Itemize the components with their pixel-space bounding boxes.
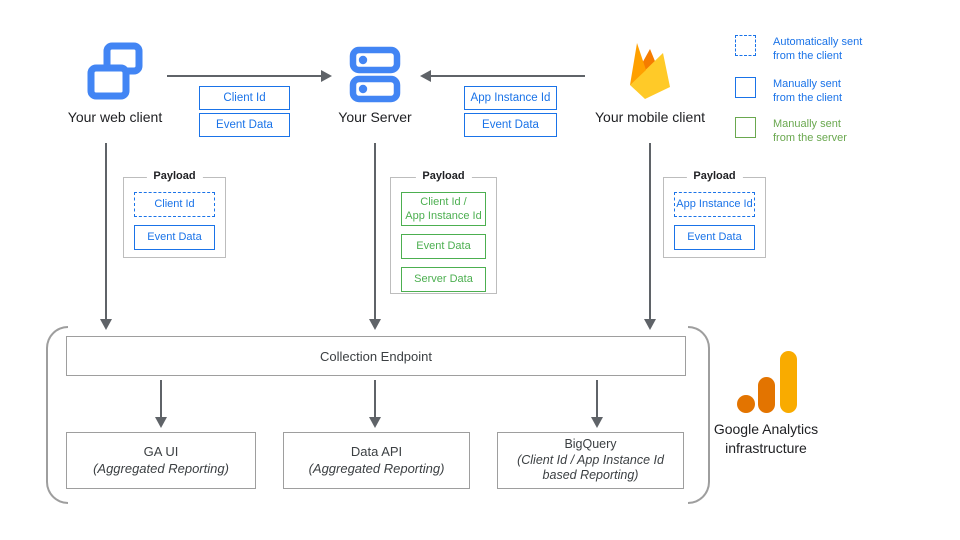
payload-title: Payload: [146, 170, 203, 182]
payload-item-client-or-app-id: Client Id / App Instance Id: [401, 192, 486, 226]
google-analytics-infrastructure-label: Google Analytics infrastructure: [713, 421, 819, 456]
payload-item-event-data: Event Data: [674, 225, 755, 250]
server-icon: [349, 46, 401, 104]
data-api-box: Data API (Aggregated Reporting): [283, 432, 470, 489]
arrow-endpoint-to-ga-ui: [155, 380, 167, 428]
arrow-web-to-server: [167, 70, 332, 82]
firebase-icon: [617, 37, 683, 103]
infrastructure-bracket-left: [46, 326, 68, 504]
arrow-mobile-to-endpoint: [644, 143, 656, 330]
legend-swatch-solid-green: [735, 117, 756, 138]
tag-event-data-mobile: Event Data: [464, 113, 557, 137]
tag-app-instance-id: App Instance Id: [464, 86, 557, 110]
legend-label: Automatically sent from the client: [773, 36, 863, 63]
payload-title: Payload: [686, 170, 743, 182]
arrow-server-to-endpoint: [369, 143, 381, 330]
bigquery-box: BigQuery (Client Id / App Instance Id ba…: [497, 432, 684, 489]
collection-endpoint-box: Collection Endpoint: [66, 336, 686, 376]
server-label: Your Server: [338, 109, 412, 125]
ga-ui-title: GA UI: [143, 444, 179, 460]
mobile-client-label: Your mobile client: [595, 109, 705, 125]
bigquery-subtitle: (Client Id / App Instance Id based Repor…: [517, 452, 664, 483]
payload-item-app-instance-id: App Instance Id: [674, 192, 755, 217]
payload-item-event-data: Event Data: [401, 234, 486, 259]
infrastructure-bracket-right: [688, 326, 710, 504]
bigquery-title: BigQuery: [564, 437, 617, 452]
legend-item-manual-client: Manually sent from the client: [735, 77, 945, 106]
google-analytics-icon: [737, 351, 797, 413]
ga-ui-subtitle: (Aggregated Reporting): [93, 460, 229, 476]
payload-mobile: Payload App Instance Id Event Data: [663, 170, 766, 258]
ga-ui-box: GA UI (Aggregated Reporting): [66, 432, 256, 489]
legend-swatch-dashed-blue: [735, 35, 756, 56]
arrow-mobile-to-server: [420, 70, 585, 82]
arrow-endpoint-to-data-api: [369, 380, 381, 428]
payload-title: Payload: [415, 170, 472, 182]
tag-client-id: Client Id: [199, 86, 290, 110]
payload-web: Payload Client Id Event Data: [123, 170, 226, 258]
data-api-subtitle: (Aggregated Reporting): [308, 460, 445, 476]
payload-item-event-data: Event Data: [134, 225, 215, 250]
data-api-title: Data API: [350, 444, 403, 460]
arrow-web-to-endpoint: [100, 143, 112, 330]
payload-server: Payload Client Id / App Instance Id Even…: [390, 170, 497, 294]
legend-item-auto-client: Automatically sent from the client: [735, 35, 945, 64]
payload-item-server-data: Server Data: [401, 267, 486, 292]
arrow-endpoint-to-bigquery: [591, 380, 603, 428]
web-client-label: Your web client: [67, 109, 163, 125]
legend-label: Manually sent from the server: [773, 118, 847, 145]
legend-item-manual-server: Manually sent from the server: [735, 117, 945, 146]
legend-label: Manually sent from the client: [773, 78, 843, 105]
collection-endpoint-label: Collection Endpoint: [319, 348, 433, 364]
tag-event-data-web: Event Data: [199, 113, 290, 137]
legend-swatch-solid-blue: [735, 77, 756, 98]
web-windows-icon: [86, 40, 144, 102]
payload-item-client-id: Client Id: [134, 192, 215, 217]
